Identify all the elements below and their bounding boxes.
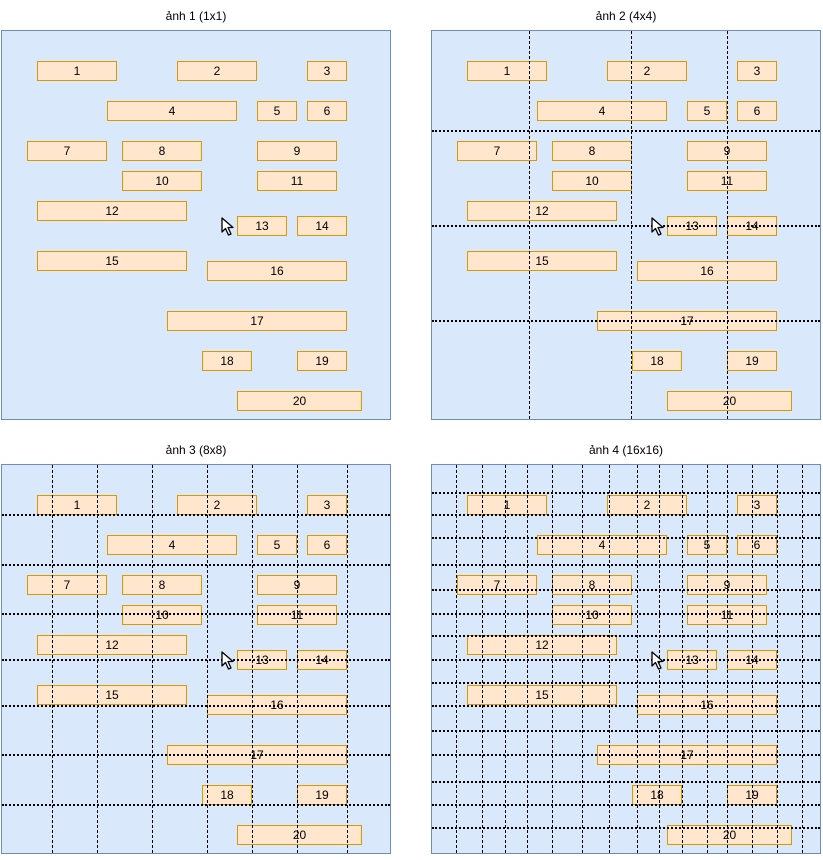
element-box-10: 10 — [552, 605, 632, 625]
element-box-5: 5 — [257, 535, 297, 555]
grid-line-horizontal — [432, 130, 820, 132]
grid-line-horizontal — [432, 705, 820, 707]
element-box-12: 12 — [37, 635, 187, 655]
element-box-5: 5 — [687, 101, 727, 121]
element-box-12: 12 — [467, 635, 617, 655]
element-box-7: 7 — [457, 141, 537, 161]
grid-line-horizontal — [432, 682, 820, 684]
grid-line-horizontal — [432, 564, 820, 566]
element-box-10: 10 — [552, 171, 632, 191]
element-box-6: 6 — [307, 535, 347, 555]
element-box-7: 7 — [457, 575, 537, 595]
element-box-7: 7 — [27, 141, 107, 161]
grid-line-horizontal — [432, 589, 820, 591]
element-box-17: 17 — [167, 311, 347, 331]
grid-line-horizontal — [2, 613, 390, 615]
element-box-3: 3 — [737, 61, 777, 81]
element-box-1: 1 — [37, 495, 117, 515]
element-box-5: 5 — [257, 101, 297, 121]
panel-title: ảnh 2 (4x4) — [595, 9, 657, 23]
element-box-10: 10 — [122, 605, 202, 625]
element-box-4: 4 — [107, 101, 237, 121]
element-box-15: 15 — [467, 685, 617, 705]
grid-line-horizontal — [2, 754, 390, 756]
element-box-1: 1 — [467, 495, 547, 515]
element-box-14: 14 — [297, 216, 347, 236]
grid-line-horizontal — [432, 804, 820, 806]
element-box-1: 1 — [467, 61, 547, 81]
grid-line-horizontal — [2, 514, 390, 516]
mouse-pointer-icon — [221, 217, 234, 236]
element-box-4: 4 — [537, 101, 667, 121]
grid-line-horizontal — [432, 225, 820, 227]
element-box-8: 8 — [552, 575, 632, 595]
grid-line-horizontal — [432, 781, 820, 783]
element-box-15: 15 — [37, 251, 187, 271]
element-box-16: 16 — [207, 261, 347, 281]
mouse-pointer-icon — [651, 217, 664, 236]
element-box-8: 8 — [122, 141, 202, 161]
panel-title: ảnh 1 (1x1) — [165, 9, 227, 23]
element-box-7: 7 — [27, 575, 107, 595]
grid-line-horizontal — [432, 537, 820, 539]
element-box-3: 3 — [307, 495, 347, 515]
element-box-15: 15 — [467, 251, 617, 271]
element-box-6: 6 — [737, 535, 777, 555]
element-box-18: 18 — [202, 785, 252, 805]
element-box-15: 15 — [37, 685, 187, 705]
grid-line-horizontal — [432, 320, 820, 322]
element-box-2: 2 — [607, 61, 687, 81]
element-box-4: 4 — [107, 535, 237, 555]
element-box-11: 11 — [257, 171, 337, 191]
element-box-1: 1 — [37, 61, 117, 81]
grid-line-horizontal — [432, 754, 820, 756]
element-box-19: 19 — [297, 785, 347, 805]
grid-line-horizontal — [432, 514, 820, 516]
element-box-6: 6 — [307, 101, 347, 121]
panel-title: ảnh 3 (8x8) — [165, 443, 227, 457]
element-box-20: 20 — [237, 391, 362, 411]
grid-line-horizontal — [2, 705, 390, 707]
element-box-18: 18 — [632, 785, 682, 805]
grid-line-horizontal — [432, 827, 820, 829]
element-box-4: 4 — [537, 535, 667, 555]
element-box-8: 8 — [552, 141, 632, 161]
grid-line-horizontal — [432, 635, 820, 637]
grid-line-horizontal — [432, 730, 820, 732]
element-box-18: 18 — [202, 351, 252, 371]
element-box-3: 3 — [737, 495, 777, 515]
element-box-20: 20 — [237, 825, 362, 845]
element-box-20: 20 — [667, 391, 792, 411]
element-box-3: 3 — [307, 61, 347, 81]
panel-title: ảnh 4 (16x16) — [588, 443, 664, 457]
grid-line-horizontal — [432, 659, 820, 661]
grid-line-horizontal — [432, 492, 820, 494]
grid-line-horizontal — [2, 804, 390, 806]
element-box-10: 10 — [122, 171, 202, 191]
element-box-9: 9 — [257, 141, 337, 161]
element-box-2: 2 — [177, 495, 257, 515]
element-box-19: 19 — [727, 351, 777, 371]
grid-line-horizontal — [2, 564, 390, 566]
element-box-12: 12 — [37, 201, 187, 221]
element-box-20: 20 — [667, 825, 792, 845]
mouse-pointer-icon — [651, 651, 664, 670]
element-box-13: 13 — [237, 216, 287, 236]
element-box-18: 18 — [632, 351, 682, 371]
element-box-16: 16 — [637, 261, 777, 281]
element-box-6: 6 — [737, 101, 777, 121]
element-box-19: 19 — [297, 351, 347, 371]
element-box-8: 8 — [122, 575, 202, 595]
mouse-pointer-icon — [221, 651, 234, 670]
element-box-12: 12 — [467, 201, 617, 221]
element-box-2: 2 — [607, 495, 687, 515]
grid-line-horizontal — [432, 613, 820, 615]
element-box-2: 2 — [177, 61, 257, 81]
grid-line-horizontal — [2, 659, 390, 661]
